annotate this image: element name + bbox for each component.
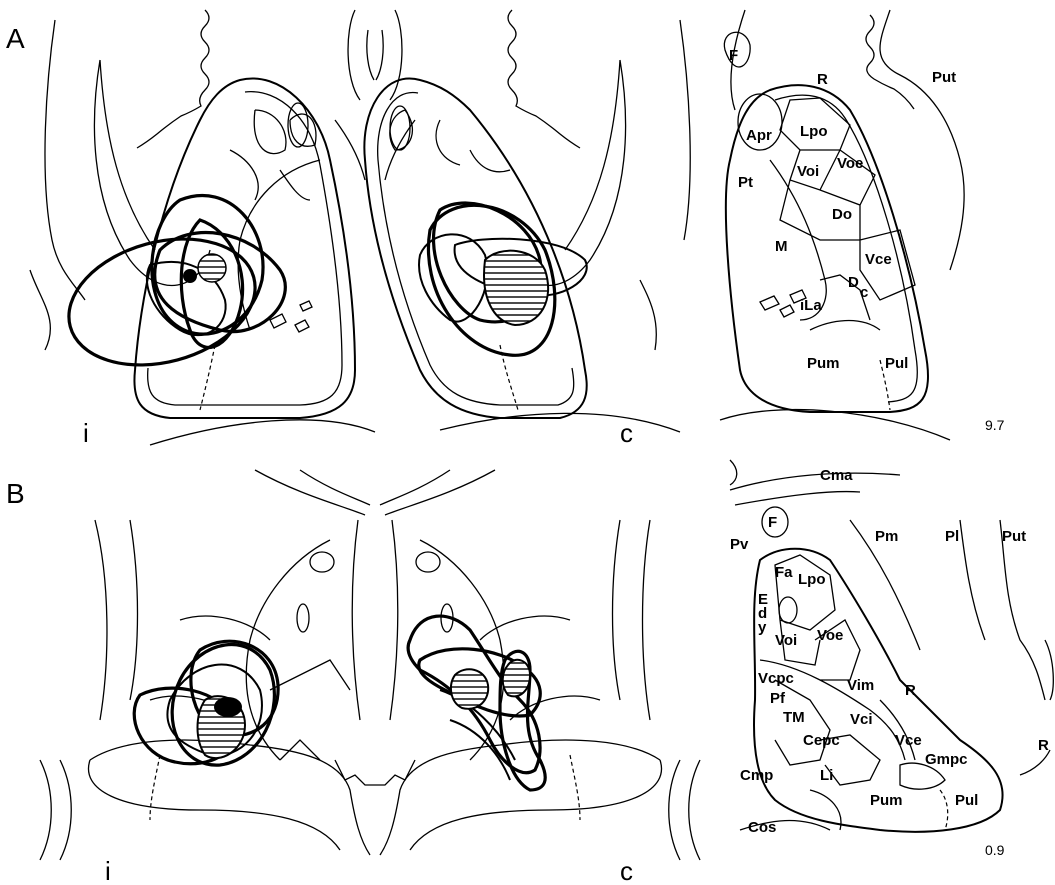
panel-a: A i (6, 10, 1005, 448)
atlas-b-label-Gmpc: Gmpc (925, 751, 968, 768)
atlas-b-label-Put: Put (1002, 528, 1026, 545)
atlas-b-label-Pul: Pul (955, 792, 978, 809)
atlas-b-label-Li: Li (820, 767, 833, 784)
atlas-b-label-Cmp: Cmp (740, 767, 773, 784)
panel-b-atlas-dashed (940, 790, 948, 830)
atlas-b-label-Vci: Vci (850, 711, 873, 728)
atlas-a-label-Vce: Vce (865, 251, 892, 268)
panel-a-wavy-left (137, 10, 209, 148)
panel-a-wavy-right (508, 10, 580, 148)
panel-b-right-dashed (570, 755, 580, 820)
panel-a-atlas: F R Put Apr Lpo Pt Voi Voe Do M Vce D c … (720, 10, 1005, 440)
atlas-b-label-Vce: Vce (895, 732, 922, 749)
panel-b-outer-lines (40, 520, 700, 860)
atlas-a-label-D: D (848, 274, 859, 291)
atlas-b-label-Pum: Pum (870, 792, 903, 809)
atlas-a-label-Pum: Pum (807, 355, 840, 372)
panel-b-left-dashed (150, 755, 160, 820)
panel-b-atlas-top-lines (730, 460, 900, 505)
atlas-a-label-Apr: Apr (746, 127, 772, 144)
panel-b-left-small-oval (297, 604, 309, 632)
atlas-a-label-Do: Do (832, 206, 852, 223)
atlas-b-label-Fa: Fa (775, 564, 793, 581)
atlas-a-label-Pt: Pt (738, 174, 753, 191)
panel-a-thalamus-left-inner (148, 92, 342, 405)
panel-b-top-arcs (255, 470, 495, 515)
atlas-b-label-Pl: Pl (945, 528, 959, 545)
atlas-a-label-Pul: Pul (885, 355, 908, 372)
atlas-a-label-Voi: Voi (797, 163, 819, 180)
panel-a-letter: A (6, 23, 25, 54)
atlas-a-label-R: R (817, 71, 828, 88)
panel-a-atlas-lower-outline (720, 410, 950, 440)
atlas-a-label-Lpo: Lpo (800, 123, 828, 140)
atlas-a-label-iLa: iLa (800, 297, 822, 314)
panel-a-ipsi-lesions (55, 195, 286, 384)
atlas-b-plane-number: 0.9 (985, 842, 1005, 858)
panel-b: B i (6, 460, 1053, 885)
atlas-b-label-Cma: Cma (820, 467, 853, 484)
atlas-b-label-F: F (768, 514, 777, 531)
panel-a-left-small-blobs (270, 301, 312, 332)
atlas-b-label-Pv: Pv (730, 536, 749, 553)
panel-a-atlas-wavy (866, 15, 914, 109)
panel-b-midline (335, 520, 415, 785)
panel-b-bottom-outline (88, 740, 661, 855)
atlas-b-label-Cepc: Cepc (803, 732, 840, 749)
panel-a-brain-outline-right (440, 20, 690, 432)
atlas-b-label-R: R (905, 682, 916, 699)
panel-b-atlas-outer-lines (850, 520, 1045, 700)
panel-b-atlas-thalamus-outline (754, 549, 1003, 832)
atlas-b-label-TM: TM (783, 709, 805, 726)
panel-a-midline (335, 10, 415, 180)
atlas-b-label-Cos: Cos (748, 819, 776, 836)
panel-a-ipsi-label: i (83, 418, 89, 448)
panel-a-thalamus-left-dashed (200, 345, 215, 410)
atlas-b-label-Pm: Pm (875, 528, 898, 545)
atlas-b-label-Pf: Pf (770, 690, 786, 707)
panel-b-contra-label: c (620, 856, 633, 885)
atlas-b-label-y: y (758, 619, 767, 636)
panel-a-caudate-right (510, 60, 626, 285)
atlas-b-label-Voi: Voi (775, 632, 797, 649)
panel-b-ipsi-label: i (105, 856, 111, 885)
atlas-b-label-Vim: Vim (847, 677, 874, 694)
panel-b-ipsi-lesions (134, 641, 278, 765)
atlas-b-label-Voe: Voe (817, 627, 843, 644)
panel-a-contra-lesions (419, 203, 587, 355)
panel-a-contra-label: c (620, 418, 633, 448)
atlas-a-label-Put: Put (932, 69, 956, 86)
panel-b-atlas: Cma F Pv Pm Pl Put Fa Lpo E d y Voi Voe … (730, 460, 1053, 858)
atlas-a-label-c: c (860, 284, 868, 301)
panel-b-right-oval (416, 552, 440, 572)
atlas-a-plane-number: 9.7 (985, 417, 1005, 433)
atlas-a-label-M: M (775, 238, 788, 255)
panel-b-contra-lesions (408, 616, 545, 790)
atlas-a-label-Voe: Voe (837, 155, 863, 172)
panel-b-atlas-oval (779, 597, 797, 623)
atlas-b-label-R2: R (1038, 737, 1049, 754)
panel-b-letter: B (6, 478, 25, 509)
panel-a-thalamus-left-outline (134, 78, 355, 418)
atlas-b-label-Lpo: Lpo (798, 571, 826, 588)
atlas-b-label-Vcpc: Vcpc (758, 670, 794, 687)
atlas-a-label-F: F (729, 47, 738, 64)
panel-b-left-oval (310, 552, 334, 572)
